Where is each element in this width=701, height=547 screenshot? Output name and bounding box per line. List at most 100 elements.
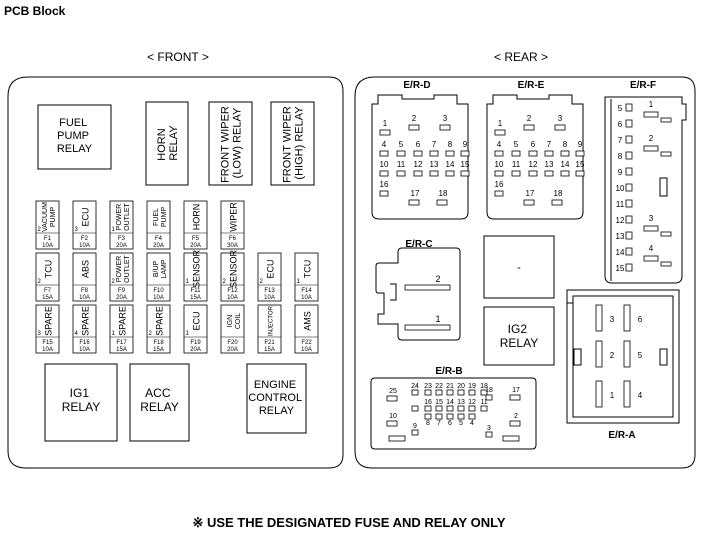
label: 12 <box>529 160 538 169</box>
fuse-id: F8 <box>81 288 89 294</box>
label: 2 <box>610 351 615 360</box>
fuse-pin: 3 <box>75 227 79 233</box>
fuse-amp: 10A <box>153 295 164 301</box>
fuse-name: SENSOR <box>229 249 239 288</box>
label: 4 <box>470 420 474 427</box>
terminal <box>625 247 633 256</box>
fuse-amp: 20A <box>116 295 127 301</box>
fuse-outline <box>183 200 208 250</box>
label: 12 <box>616 216 625 225</box>
label: 4 <box>649 244 654 253</box>
label: 2 <box>412 114 417 123</box>
fuse-amp: 10A <box>264 295 275 301</box>
label: 7 <box>437 420 441 427</box>
terminal <box>468 389 476 396</box>
label: 18 <box>439 189 448 198</box>
fuse-id: F4 <box>155 236 163 242</box>
fuse-name: TCU <box>303 260 313 279</box>
label: 1 <box>498 119 503 128</box>
fuse-name: IGN <box>227 315 234 327</box>
terminal <box>643 225 659 232</box>
label: 15 <box>576 160 585 169</box>
terminal <box>460 150 470 157</box>
label: 5 <box>618 104 623 113</box>
label: 11 <box>616 200 625 209</box>
terminal <box>660 261 672 267</box>
terminal <box>413 150 423 157</box>
label: 9 <box>413 423 417 430</box>
fuse-amp: 20A <box>116 243 127 249</box>
fuse-name: OUTLET <box>124 202 131 230</box>
label: 17 <box>411 189 420 198</box>
terminal <box>625 215 633 224</box>
terminal <box>660 117 672 123</box>
fuse-amp: 10A <box>79 295 90 301</box>
terminal <box>411 429 419 436</box>
fuse-id: F21 <box>264 340 275 346</box>
fuse-name: WIPER <box>229 202 239 232</box>
terminal <box>436 199 448 206</box>
terminal <box>494 170 504 177</box>
terminal <box>485 431 493 438</box>
label: 17 <box>526 189 535 198</box>
label: 24 <box>411 383 419 390</box>
terminal <box>523 199 535 206</box>
label: 1 <box>383 119 388 128</box>
fuse-name: POWER <box>116 256 123 282</box>
fuse-pin: 2 <box>112 279 116 285</box>
label: 2 <box>514 413 518 420</box>
fuse-name: TCU <box>44 260 54 279</box>
fuse-amp: 10A <box>42 243 53 249</box>
label: 8 <box>448 140 453 149</box>
terminal <box>544 170 554 177</box>
svg-text:HORN RELAY: HORN RELAY <box>156 125 180 161</box>
fuse-id: F2 <box>81 236 89 242</box>
terminal <box>413 170 423 177</box>
fuse-pin: 2 <box>38 279 42 285</box>
fuse-id: F6 <box>229 236 237 242</box>
label: 2 <box>649 134 654 143</box>
label: 3 <box>487 425 491 432</box>
terminal <box>396 170 406 177</box>
fuse-outline <box>183 304 208 354</box>
fuse-outline <box>183 252 208 302</box>
terminal <box>509 394 521 401</box>
terminal <box>494 129 506 136</box>
fuse-amp: 30A <box>227 243 238 249</box>
terminal <box>660 231 672 237</box>
fuse-amp: 20A <box>153 243 164 249</box>
label: 2 <box>527 114 532 123</box>
fuse-id: F13 <box>264 288 275 294</box>
label: 22 <box>435 383 443 390</box>
fuse-name: ABS <box>81 260 91 278</box>
terminal <box>457 413 465 420</box>
fuse-amp: 10A <box>42 347 53 353</box>
terminal <box>623 340 631 368</box>
label: 4 <box>638 391 643 400</box>
label: 10 <box>380 160 389 169</box>
terminal <box>643 111 659 118</box>
fuse-name: POWER <box>116 204 123 230</box>
label: 6 <box>638 315 643 324</box>
terminal <box>429 150 439 157</box>
fuse-pin: 1 <box>186 279 190 285</box>
fuse-name: B/UP <box>153 261 160 278</box>
fuse-pin: 2 <box>149 331 153 337</box>
fuse-name: ECU <box>192 311 202 330</box>
fuse-amp: 15A <box>42 295 53 301</box>
terminal <box>445 170 455 177</box>
svg-text:E/R-D: E/R-D <box>403 80 430 91</box>
terminal <box>494 190 504 197</box>
terminal <box>435 405 443 412</box>
fuse-outline <box>220 252 245 302</box>
acc-relay: ACC RELAY <box>129 363 190 442</box>
terminal <box>457 405 465 412</box>
